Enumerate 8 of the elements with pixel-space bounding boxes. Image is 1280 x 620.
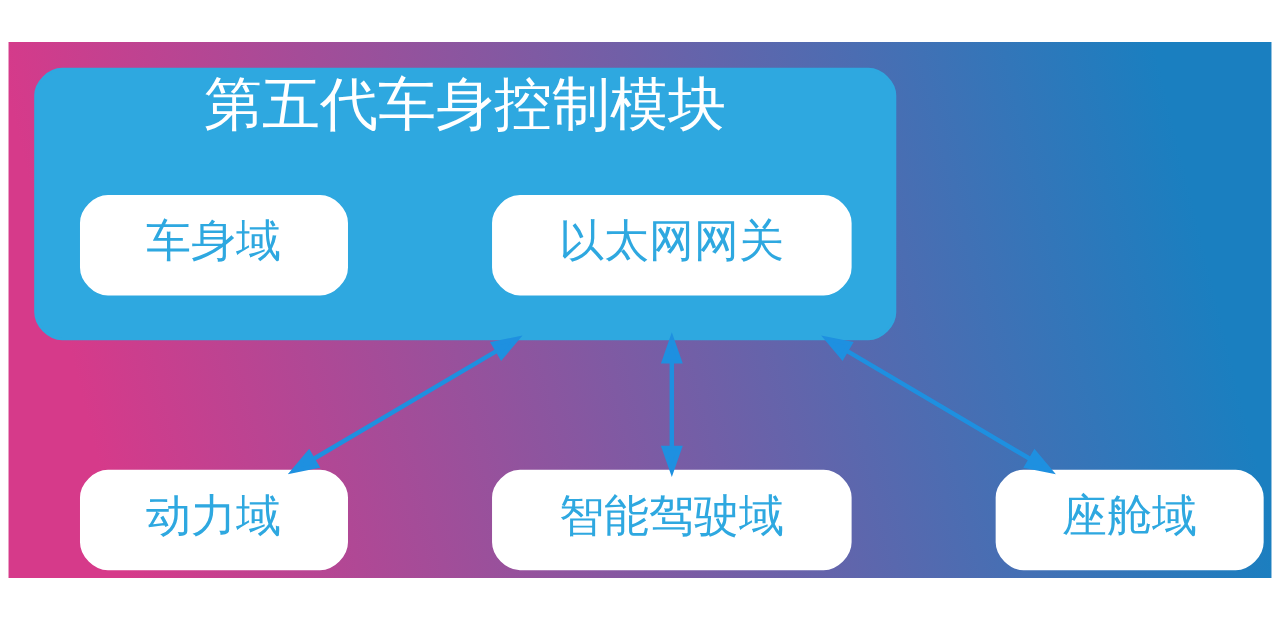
node-box: 以太网网关: [492, 195, 852, 296]
arrow: [287, 335, 523, 475]
arrow: [660, 332, 683, 478]
node-box: 座舱域: [995, 469, 1264, 571]
node-box: 智能驾驶域: [492, 469, 852, 571]
node-box: 动力域: [80, 469, 348, 571]
arrow: [821, 335, 1056, 475]
node-box: 车身域: [80, 195, 348, 296]
